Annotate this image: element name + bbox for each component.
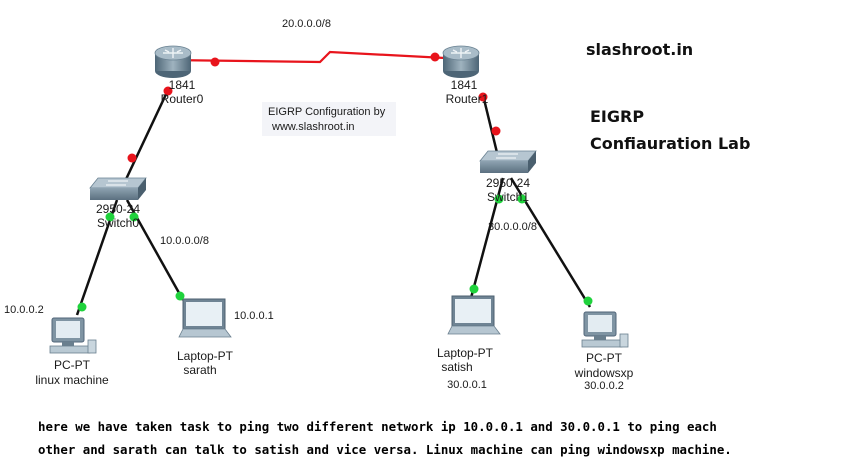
- laptop-satish-icon[interactable]: [447, 295, 501, 335]
- port-status-indicators: [77, 52, 593, 312]
- windowsxp-pc-name-label: windowsxp: [574, 366, 634, 380]
- serial-link-router0-router1: [167, 50, 446, 64]
- linux-pc-name-label: linux machine: [35, 373, 109, 387]
- port-up-dot: [469, 284, 479, 294]
- sarath-laptop-ip-label: 10.0.0.1: [234, 310, 274, 322]
- windowsxp-pc-type-label: PC-PT: [586, 351, 622, 365]
- lab-title-line-1: EIGRP: [590, 107, 645, 126]
- satish-laptop-ip-label: 30.0.0.1: [447, 379, 487, 391]
- site-heading: slashroot.in: [586, 40, 694, 59]
- windowsxp-pc-ip-label: 30.0.0.2: [584, 380, 624, 392]
- port-down-dot: [430, 52, 440, 62]
- sarath-laptop-type-label: Laptop-PT: [176, 349, 234, 363]
- port-up-dot: [517, 194, 527, 204]
- port-down-dot: [478, 92, 488, 102]
- lab-title-line-2: Confiauration Lab: [590, 134, 751, 153]
- router1-model-label: 1841: [450, 78, 478, 92]
- linux-pc-ip-label: 10.0.0.2: [4, 304, 44, 316]
- configuration-note-box: [262, 102, 396, 136]
- switch1-model-label: 2950-24: [485, 176, 531, 190]
- port-down-dot: [491, 126, 501, 136]
- pc-linux-icon[interactable]: [49, 317, 97, 354]
- router1-icon[interactable]: [442, 45, 480, 78]
- router1-name-label: Router1: [445, 92, 489, 106]
- left-lan-network-label: 10.0.0.0/8: [160, 235, 209, 247]
- router0-model-label: 1841: [168, 78, 196, 92]
- note-line-1: EIGRP Configuration by: [268, 106, 386, 118]
- switch1-name-label: Switch1: [486, 190, 530, 204]
- switch0-icon[interactable]: [89, 177, 147, 200]
- port-down-dot: [210, 57, 220, 67]
- description-line-1: here we have taken task to ping two diff…: [38, 419, 717, 434]
- port-up-dot: [77, 302, 87, 312]
- sarath-laptop-name-label: sarath: [183, 363, 217, 377]
- wan-network-label: 20.0.0.0/8: [282, 18, 331, 30]
- port-up-dot: [494, 194, 504, 204]
- port-up-dot: [105, 212, 115, 222]
- router0-name-label: Router0: [160, 92, 204, 106]
- link-router0-switch0: [119, 89, 170, 191]
- laptop-sarath-icon[interactable]: [178, 298, 232, 338]
- port-up-dot: [175, 291, 185, 301]
- port-down-dot: [127, 153, 137, 163]
- pc-windowsxp-icon[interactable]: [581, 311, 629, 348]
- lab-description: here we have taken task to ping two diff…: [38, 415, 732, 461]
- right-lan-network-label: 30.0.0.0/8: [488, 221, 537, 233]
- switch0-name-label: Switch0: [96, 216, 140, 230]
- note-line-2: www.slashroot.in: [272, 121, 355, 133]
- switch0-model-label: 2950-24: [95, 202, 141, 216]
- port-up-dot: [129, 212, 139, 222]
- satish-laptop-type-label: Laptop-PT: [436, 346, 494, 360]
- port-up-dot: [583, 296, 593, 306]
- linux-pc-type-label: PC-PT: [54, 358, 90, 372]
- router0-icon[interactable]: [154, 45, 192, 78]
- port-down-dot: [163, 86, 173, 96]
- satish-laptop-name-label: satish: [441, 360, 473, 374]
- switch1-icon[interactable]: [479, 150, 537, 173]
- description-line-2: other and sarath can talk to satish and …: [38, 442, 732, 457]
